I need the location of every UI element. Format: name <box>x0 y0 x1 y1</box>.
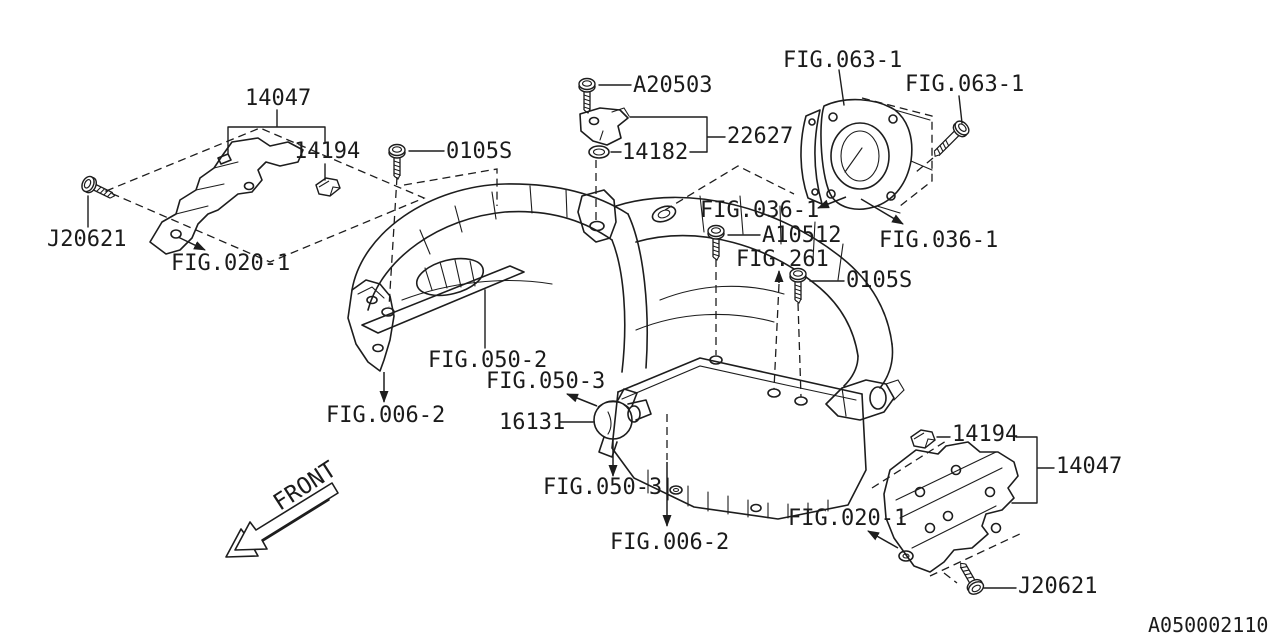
part-label-j20621-top-left: J20621 <box>47 227 127 252</box>
part-label-j20621-bottom-right: J20621 <box>1018 574 1098 599</box>
bracket-br-ghost-outline <box>871 440 1023 584</box>
part-label-a20503: A20503 <box>633 73 713 98</box>
ref-label-fig-063-1-b: FIG.063-1 <box>905 72 1025 97</box>
leader-lines <box>87 69 1055 589</box>
ref-label-fig-020-1-top-left: FIG.020-1 <box>171 251 291 276</box>
ref-label-fig-050-3-b: FIG.050-3 <box>543 475 663 500</box>
part-label-14182: 14182 <box>622 140 689 165</box>
bolt-a20503-icon <box>578 77 596 114</box>
ref-label-fig-006-2-b: FIG.006-2 <box>610 530 730 555</box>
o-ring-14182-drawing <box>588 145 610 159</box>
ref-label-fig-050-3-a: FIG.050-3 <box>486 369 606 394</box>
part-label-0105s-left: 0105S <box>446 139 513 164</box>
bolt-j20621-bottom-right-icon <box>953 558 987 598</box>
bolt-0105s-left-icon <box>388 143 406 180</box>
map-sensor-22627-drawing <box>579 107 630 146</box>
bolt-a10512-icon <box>707 224 725 261</box>
part-label-0105s-right: 0105S <box>846 268 913 293</box>
part-label-a10512: A10512 <box>762 223 842 248</box>
part-label-14047-bottom-right: 14047 <box>1056 454 1123 479</box>
ref-label-fig-261: FIG.261 <box>736 247 829 272</box>
ref-label-fig-006-2-a: FIG.006-2 <box>326 403 446 428</box>
part-label-14194-top-left: 14194 <box>294 139 361 164</box>
bracket-tl-ghost-outline <box>104 127 426 263</box>
part-label-22627: 22627 <box>727 124 794 149</box>
clip-14194-top-left-drawing <box>315 177 341 197</box>
ref-label-fig-050-2: FIG.050-2 <box>428 348 548 373</box>
ref-label-fig-063-1-a: FIG.063-1 <box>783 48 903 73</box>
bolt-0105s-right-icon <box>789 267 807 304</box>
part-label-14047-top-left: 14047 <box>245 86 312 111</box>
ref-label-fig-036-1-b: FIG.036-1 <box>879 228 999 253</box>
drawing-number: A050002110 <box>1148 613 1269 637</box>
ref-label-fig-036-1-a: FIG.036-1 <box>700 198 820 223</box>
bolt-fig063-icon <box>928 117 973 162</box>
reference-arrows <box>177 196 904 549</box>
ref-label-fig-020-1-bottom-right: FIG.020-1 <box>788 506 908 531</box>
front-arrow-icon <box>225 482 339 558</box>
part-label-14194-bottom-right: 14194 <box>952 422 1019 447</box>
bracket-14047-top-left-drawing <box>104 127 426 263</box>
throttle-body-drawing <box>800 97 933 214</box>
dashed-locator-lines <box>388 157 934 460</box>
throttle-ghost-outline <box>861 97 933 207</box>
clip-14194-bottom-right-drawing <box>910 429 936 449</box>
part-label-16131: 16131 <box>499 410 566 435</box>
bracket-14047-bottom-right-drawing <box>871 440 1023 584</box>
